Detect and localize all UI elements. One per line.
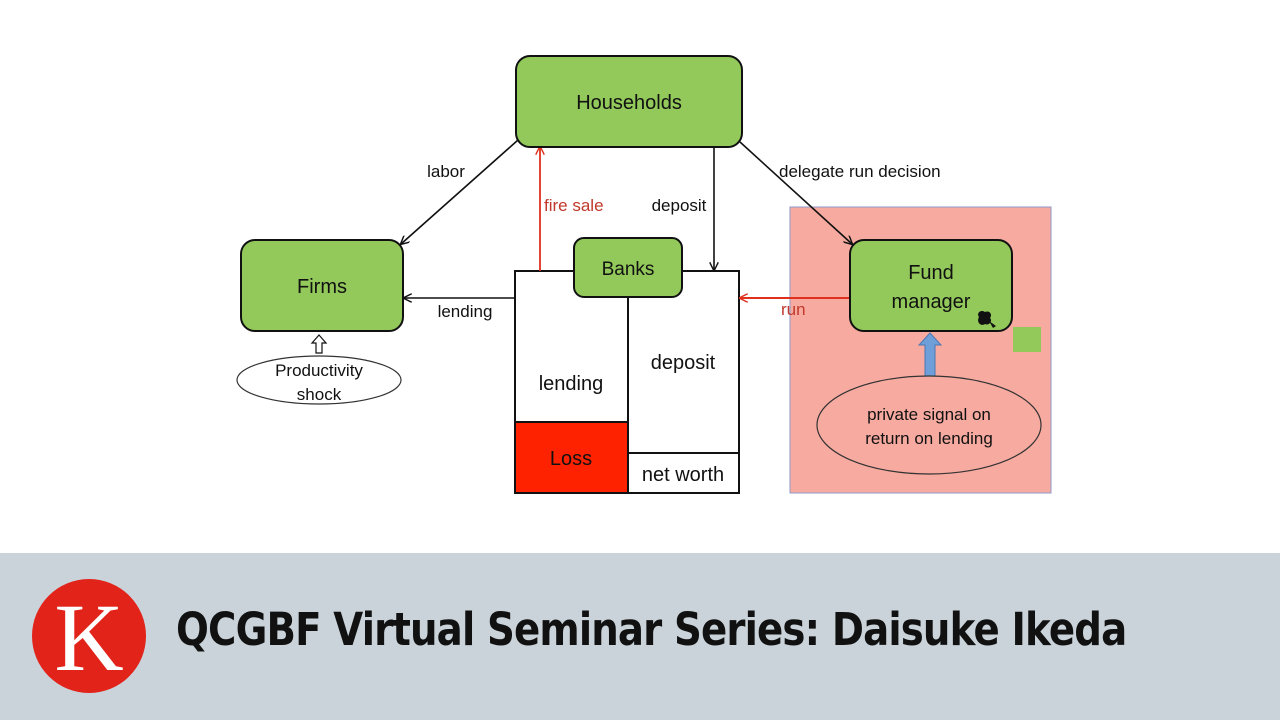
- k-logo-icon: K: [32, 579, 146, 693]
- fund-manager-node: [849, 239, 1013, 332]
- signal-label-line1: private signal on: [867, 405, 991, 424]
- balance-sheet-net-worth-label: net worth: [642, 464, 724, 486]
- slide: Households Firms Banks Fund manager Prod…: [236, 55, 1052, 494]
- balance-sheet-net-worth-box: [627, 452, 740, 494]
- cursor-icon: [978, 310, 996, 328]
- delegate-arrow: [739, 141, 852, 244]
- balance-sheet-loss-label: Loss: [550, 448, 592, 470]
- lending-edge-label: lending: [438, 302, 493, 321]
- balance-sheet-lending-label: lending: [539, 373, 604, 395]
- fire-sale-label: fire sale: [544, 196, 604, 215]
- households-node: [515, 55, 743, 148]
- signal-arrow: [917, 332, 943, 377]
- economic-model-diagram: Households Firms Banks Fund manager Prod…: [236, 55, 1052, 494]
- banks-label: Banks: [602, 259, 655, 280]
- run-label: run: [781, 300, 806, 319]
- firms-node: [240, 239, 404, 332]
- productivity-label-line2: shock: [297, 385, 342, 404]
- labor-label: labor: [427, 162, 465, 181]
- seminar-banner: K QCGBF Virtual Seminar Series: Daisuke …: [0, 553, 1280, 720]
- fund-manager-label-line1: Fund: [908, 262, 954, 284]
- labor-arrow: [401, 139, 519, 244]
- balance-sheet-loss-box: [514, 421, 629, 494]
- fund-manager-label-line2: manager: [892, 291, 971, 313]
- productivity-shock-ellipse: [236, 355, 402, 405]
- banks-node: [573, 237, 683, 298]
- delegate-label: delegate run decision: [779, 162, 941, 181]
- productivity-label-line1: Productivity: [275, 361, 363, 380]
- banner-title: QCGBF Virtual Seminar Series: Daisuke Ik…: [176, 603, 1127, 656]
- green-square-marker: [1013, 327, 1041, 352]
- private-signal-ellipse: [816, 375, 1042, 475]
- households-label: Households: [576, 92, 682, 114]
- signal-label-line2: return on lending: [865, 429, 993, 448]
- balance-sheet-deposit-label: deposit: [651, 352, 716, 374]
- deposit-edge-label: deposit: [652, 196, 707, 215]
- productivity-shock-arrow: [310, 334, 328, 354]
- balance-sheet-deposit-box: [627, 270, 740, 454]
- firms-label: Firms: [297, 276, 347, 298]
- logo-letter: K: [54, 584, 124, 691]
